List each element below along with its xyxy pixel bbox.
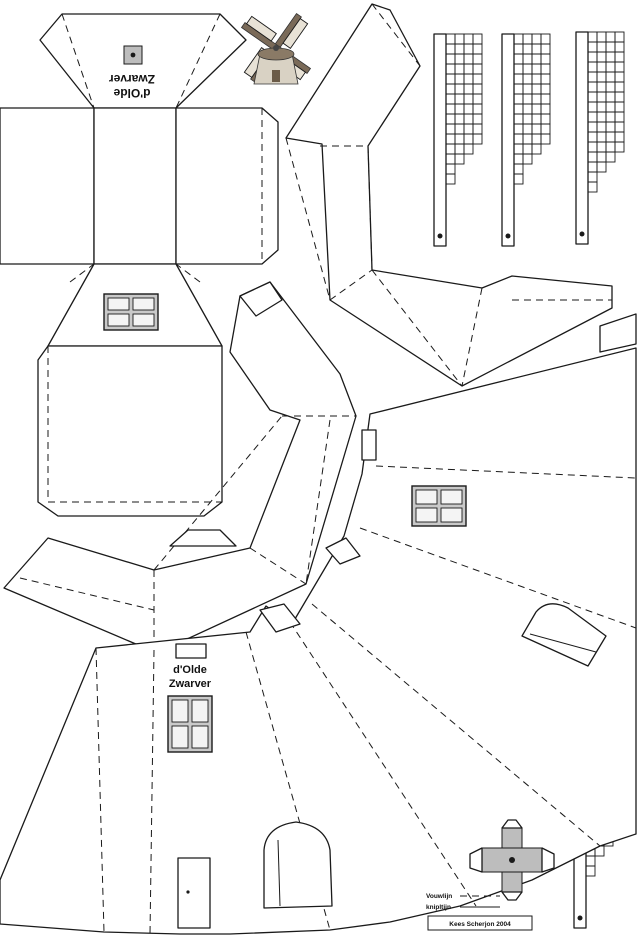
cap-band-net <box>285 3 637 387</box>
windmill-thumbnail-icon <box>240 12 312 85</box>
mill-name-upsidedown-2: Zwarver <box>109 72 155 86</box>
mill-name-line-1: d'Olde <box>173 664 207 676</box>
house-window <box>103 293 159 331</box>
tower-window <box>167 695 213 753</box>
credit-text: Kees Scherjon 2004 <box>449 921 511 928</box>
tower-body-net: d'Olde Zwarver <box>0 347 637 935</box>
line-legend: Vouwlijn knipltijn Kees Scherjon 2004 <box>426 893 533 931</box>
cap-band <box>285 3 613 387</box>
house-front-wall <box>37 345 223 517</box>
credit-box <box>427 915 533 931</box>
cap-band-tab-right <box>599 313 637 353</box>
tower-tab-lower <box>325 537 361 565</box>
legend-cut-label: knipltijn <box>426 904 451 911</box>
gallery-tab-1 <box>169 529 237 547</box>
sail-ladder-3 <box>575 31 625 245</box>
gallery-tab-2 <box>239 281 283 317</box>
tower-tab-mid <box>259 603 301 633</box>
tower-tab-top <box>361 429 377 461</box>
legend-fold-label: Vouwlijn <box>426 893 452 900</box>
tower-window-2 <box>411 485 467 527</box>
sail-ladder-2 <box>501 33 551 247</box>
house-roof-label: d'Olde Zwarver <box>109 72 155 100</box>
mill-name-line-2: Zwarver <box>169 678 212 690</box>
house-net: d'Olde Zwarver <box>0 13 279 517</box>
tower-arch-opening-1 <box>263 821 333 909</box>
gallery-band-net <box>3 281 357 651</box>
house-wall-right <box>175 107 279 265</box>
tower-cap-tab <box>175 643 207 659</box>
house-wall-back <box>0 107 95 265</box>
sail-ladder-1 <box>433 33 483 247</box>
cap-cross-piece-icon <box>469 819 555 901</box>
tower-arch-opening-2 <box>521 603 607 667</box>
mill-name-upsidedown-1: d'Olde <box>113 86 150 100</box>
house-roof-middle <box>93 107 177 265</box>
tower-door <box>177 857 211 929</box>
